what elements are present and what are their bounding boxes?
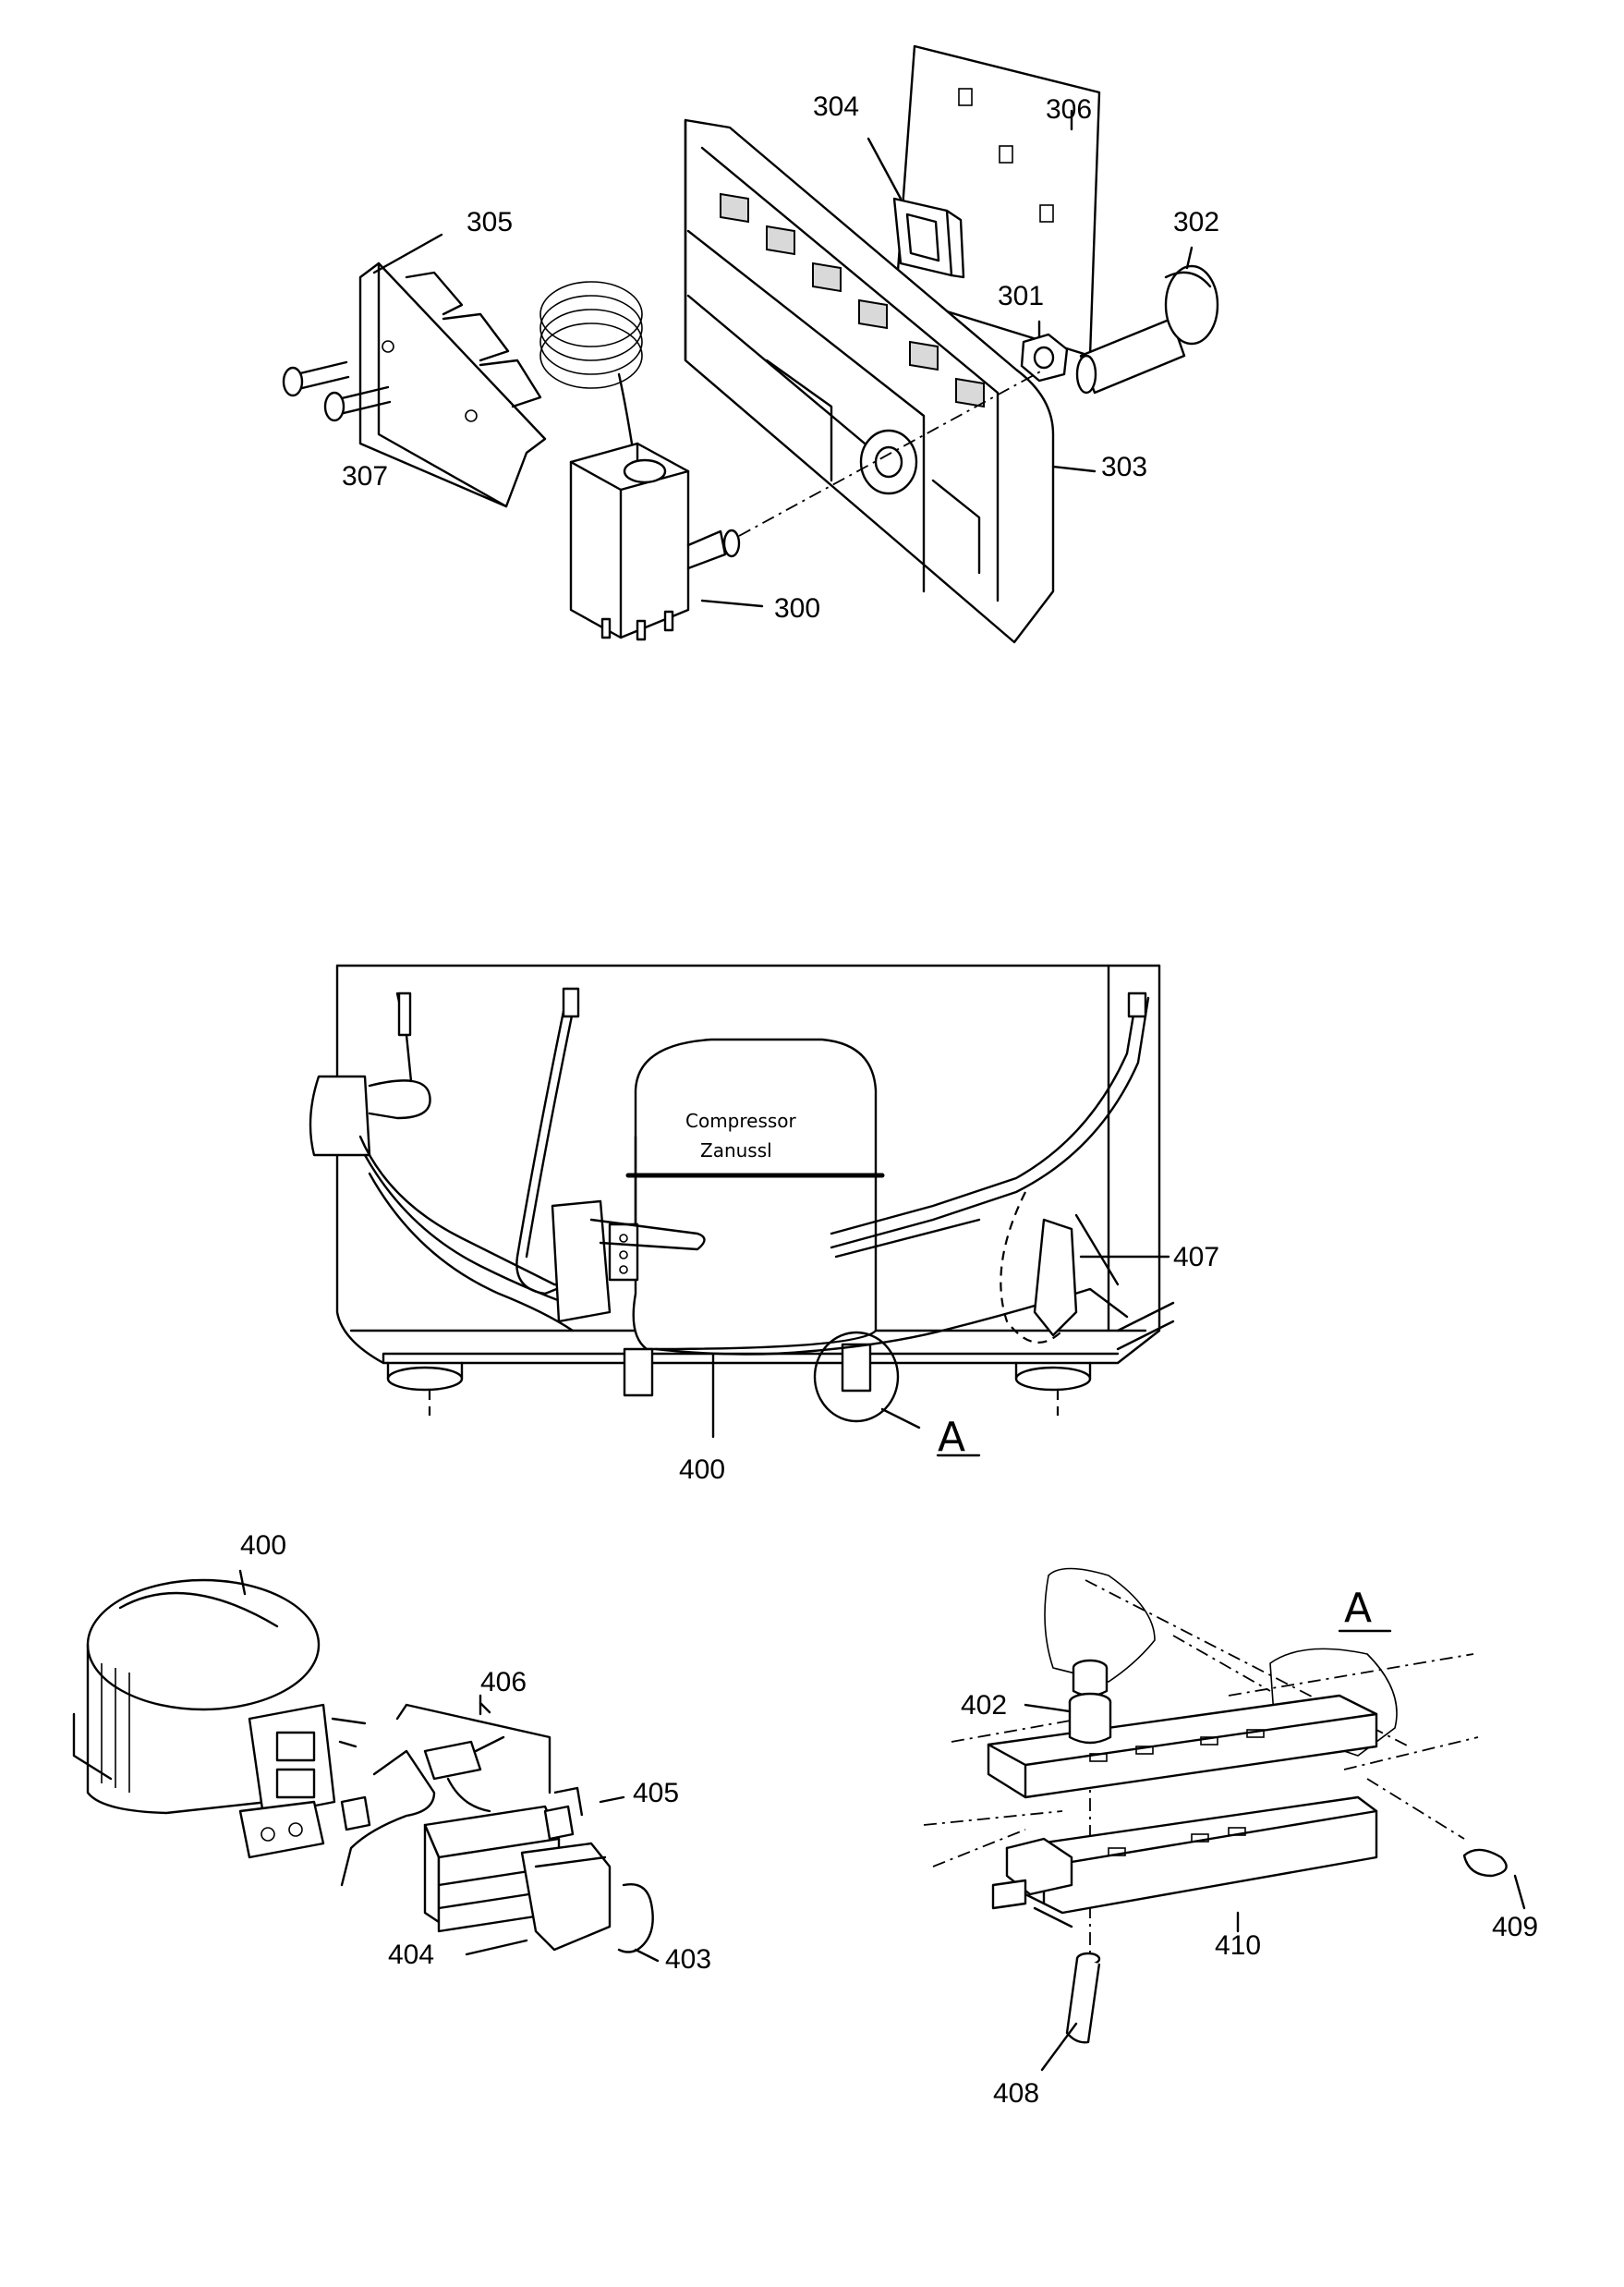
wiring-406: [340, 1701, 551, 1887]
nut-301: [1020, 333, 1069, 383]
control-housing-303: [684, 118, 1055, 644]
rail-410: [991, 1795, 1378, 1928]
drier-407: [1000, 1191, 1120, 1344]
thermostat-300: [539, 281, 741, 641]
bracket-305: [358, 262, 547, 508]
insert-304: [892, 197, 965, 279]
grommet-402: [1068, 1659, 1112, 1745]
clip-409: [1462, 1848, 1508, 1878]
label-304: 304: [813, 91, 859, 122]
label-305: 305: [467, 207, 513, 237]
label-402: 402: [961, 1690, 1007, 1721]
label-303: 303: [1101, 452, 1147, 482]
label-406: 406: [480, 1667, 527, 1697]
compressor-text-line1: Compressor: [685, 1110, 797, 1132]
compressor-400: [551, 991, 1150, 1397]
label-408: 408: [993, 2078, 1039, 2109]
clip-403: [617, 1883, 654, 1953]
detail-marker-a: A: [938, 1414, 965, 1461]
rail-upper: [987, 1694, 1378, 1799]
label-302: 302: [1173, 207, 1219, 237]
pin-408: [1065, 1952, 1101, 2044]
label-405: 405: [633, 1778, 679, 1808]
compressor-electrical-exploded: [72, 1569, 660, 1963]
detail-circle-a: [813, 1331, 900, 1423]
label-307: 307: [342, 461, 388, 492]
label-403: 403: [665, 1944, 711, 1975]
compressor-text-line2: Zanussl: [700, 1139, 772, 1162]
label-300: 300: [774, 593, 820, 624]
compressor-400-exploded: [72, 1578, 367, 1859]
relay-404-405: [423, 1786, 612, 1952]
detail-a-mounting: [923, 1567, 1526, 2072]
label-409: 409: [1492, 1912, 1538, 1942]
thermostat-assembly: [282, 44, 1219, 644]
label-407: 407: [1173, 1242, 1219, 1272]
detail-title-a: A: [1344, 1585, 1372, 1632]
label-400-top: 400: [679, 1454, 725, 1485]
screws-307: [282, 360, 392, 422]
label-301: 301: [998, 281, 1044, 311]
label-400-bottom: 400: [240, 1530, 286, 1561]
cabinet-compressor-view: Compressor Zanussl: [309, 964, 1175, 1457]
label-404: 404: [388, 1940, 434, 1970]
label-410: 410: [1215, 1930, 1261, 1961]
knob-302: [1075, 264, 1219, 395]
label-306: 306: [1046, 94, 1092, 125]
